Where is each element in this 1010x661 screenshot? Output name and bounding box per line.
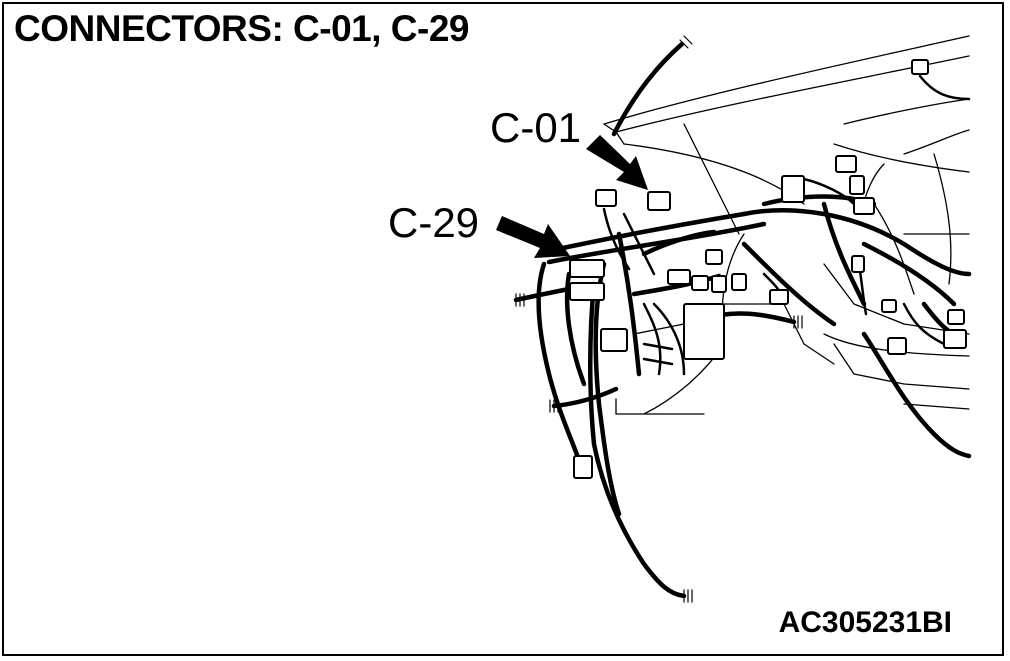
callout-arrows xyxy=(496,135,648,258)
arrow-c29 xyxy=(496,216,570,258)
wiring-harness-illustration xyxy=(496,35,972,603)
harness-wires xyxy=(513,41,972,599)
callout-label-c29: C-29 xyxy=(388,199,480,246)
dashboard-outline xyxy=(603,35,970,415)
arrow-c01 xyxy=(586,135,648,190)
wire-end-stubs xyxy=(515,35,803,603)
harness-strands xyxy=(602,74,971,376)
diagram-title: CONNECTORS: C-01, C-29 xyxy=(14,8,470,49)
figure-id: AC305231BI xyxy=(778,606,952,639)
callout-label-c01: C-01 xyxy=(490,104,582,151)
connector-blocks xyxy=(569,59,967,479)
